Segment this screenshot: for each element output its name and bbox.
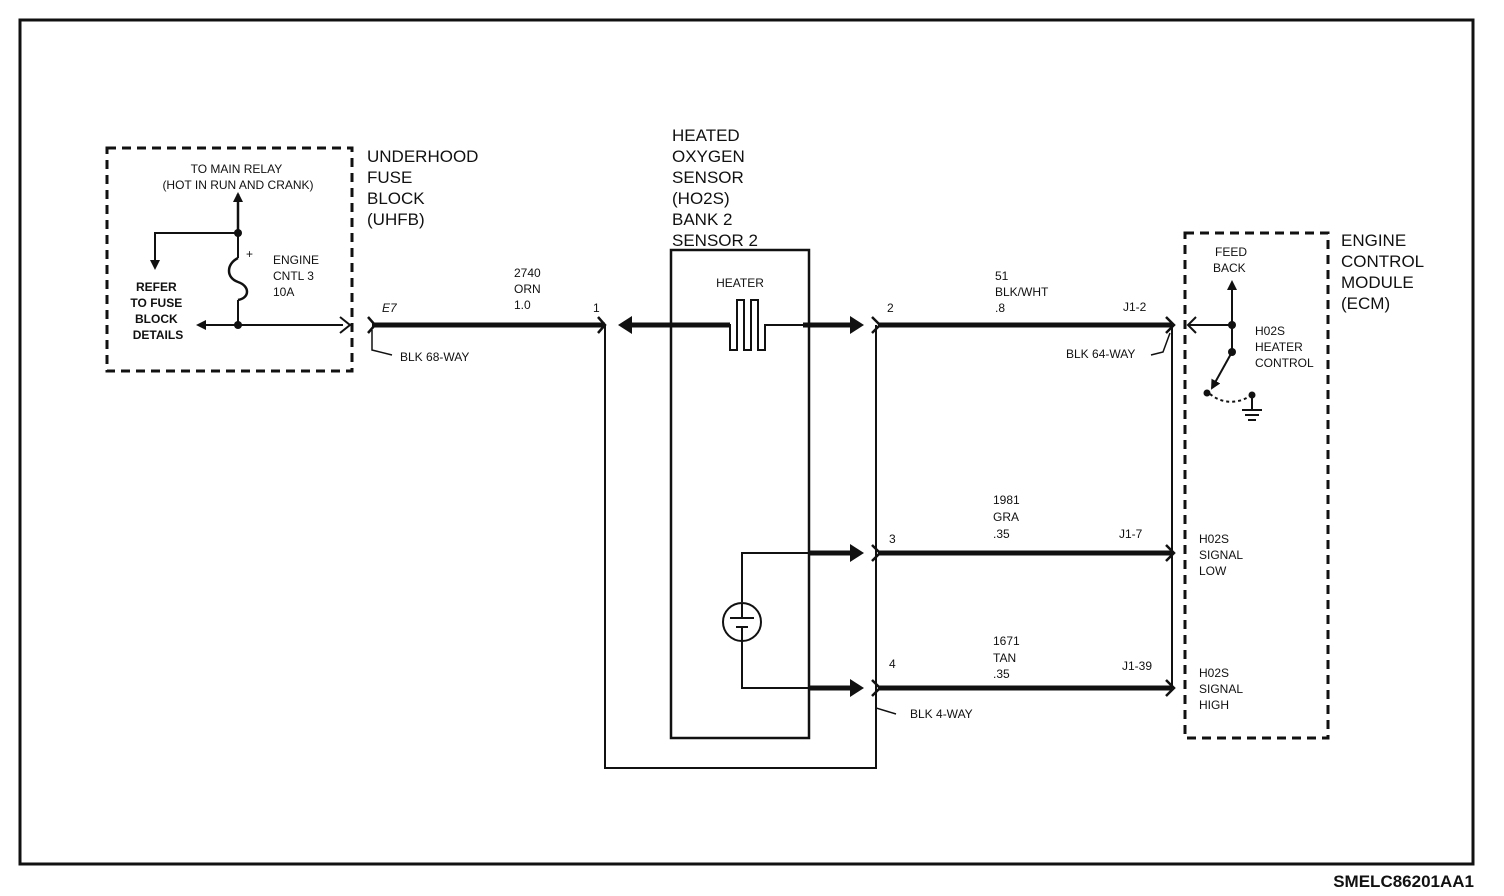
feedback-label: FEED BACK xyxy=(1213,245,1250,275)
e7-connector-label: BLK 68-WAY xyxy=(400,350,469,364)
fuse-icon xyxy=(227,256,249,302)
ecm-connector-leader xyxy=(1150,332,1171,356)
ecm-title: ENGINE CONTROL MODULE (ECM) xyxy=(1341,231,1428,313)
signal-low-label: H02S SIGNAL LOW xyxy=(1199,532,1246,578)
sensor-title: HEATED OXYGEN SENSOR (HO2S) BANK 2 SENSO… xyxy=(672,126,758,250)
sensor-connector-leader xyxy=(875,693,897,715)
switch-icon xyxy=(1211,351,1233,390)
ecm-pin-j1-2: J1-2 xyxy=(1123,300,1147,314)
outer-frame xyxy=(18,18,1475,866)
wire-51-label: 51 BLK/WHT .8 xyxy=(995,269,1051,315)
wire-1671-label: 1671 TAN .35 xyxy=(993,634,1023,681)
ecm-box xyxy=(1183,231,1330,740)
fuse-plus: + xyxy=(246,247,253,261)
sensor-pin-2-label: 2 xyxy=(887,301,894,315)
e7-pin-label: E7 xyxy=(382,301,398,315)
fuse-label: ENGINE CNTL 3 10A xyxy=(273,253,322,299)
sensor-signal-wire-bottom xyxy=(741,641,808,689)
signal-high-label: H02S SIGNAL HIGH xyxy=(1199,666,1246,712)
figure-id: SMELC86201AA1 xyxy=(1333,872,1474,891)
pin3-arrow xyxy=(850,544,864,562)
heater-left-arrow xyxy=(618,316,632,334)
to-main-relay-label: TO MAIN RELAY (HOT IN RUN AND CRANK) xyxy=(162,162,313,192)
sensor-signal-wire-top xyxy=(741,552,808,602)
uhfb-box xyxy=(105,146,354,373)
pin2-arrow xyxy=(850,316,864,334)
sensor-connector-label: BLK 4-WAY xyxy=(910,707,973,721)
wire-2740-label: 2740 ORN 1.0 xyxy=(514,266,544,312)
heater-control-label: H02S HEATER CONTROL xyxy=(1255,324,1314,370)
wire-1981-label: 1981 GRA .35 xyxy=(993,493,1023,541)
sensor-pin-1-label: 1 xyxy=(593,301,600,315)
e7-chevron-icon xyxy=(339,316,352,334)
uhfb-title: UNDERHOOD FUSE BLOCK (UHFB) xyxy=(367,147,483,229)
switch-contact-left xyxy=(1203,389,1211,397)
connector-loop xyxy=(604,325,877,769)
sensor-pin-4-label: 4 xyxy=(889,657,896,671)
pin4-arrow xyxy=(850,679,864,697)
ecm-connector-label: BLK 64-WAY xyxy=(1066,347,1135,361)
ecm-pin-j1-7: J1-7 xyxy=(1119,527,1143,541)
switch-arc xyxy=(1209,393,1251,403)
sensor-pin-3-label: 3 xyxy=(889,532,896,546)
sensor-box xyxy=(669,248,811,740)
e7-connector-leader xyxy=(371,330,393,356)
heater-element-icon xyxy=(718,299,803,351)
ecm-pin-j1-39: J1-39 xyxy=(1122,659,1152,673)
heater-label: HEATER xyxy=(716,276,764,290)
refer-label: REFER TO FUSE BLOCK DETAILS xyxy=(130,280,185,342)
j1-39-connector-icon xyxy=(1165,679,1176,697)
j1-7-connector-icon xyxy=(1165,544,1176,562)
j1-2-connector-icon xyxy=(1165,316,1176,334)
refer-branch-wire xyxy=(150,232,238,270)
